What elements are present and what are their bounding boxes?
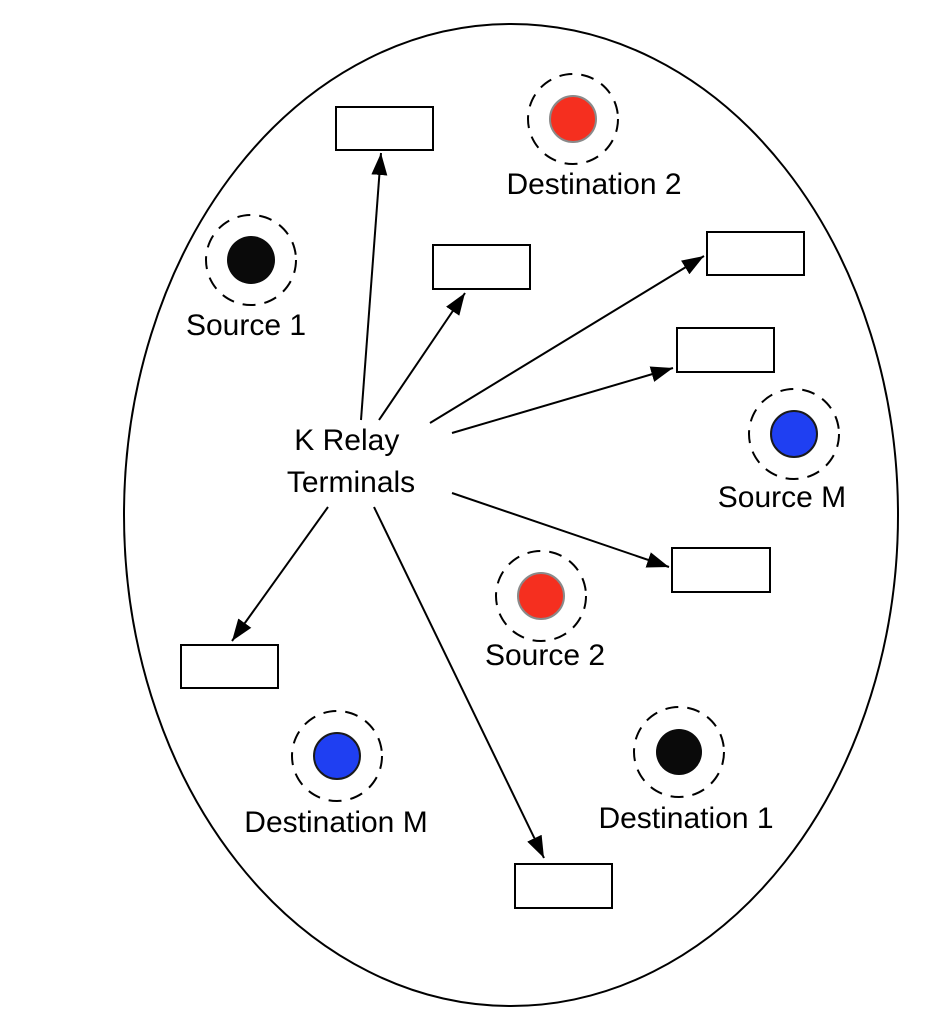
destination-2-dot — [549, 95, 597, 143]
relay-terminal-box — [335, 106, 434, 151]
source-m-label: Source M — [718, 481, 846, 514]
source-1-dot — [227, 236, 275, 284]
source-1-node: Source 1 — [186, 214, 306, 342]
destination-m-node: Destination M — [244, 710, 428, 839]
destination-1-node: Destination 1 — [598, 706, 774, 835]
relay-arrows — [231, 152, 705, 859]
relay-terminals-label-line2: Terminals — [287, 466, 415, 499]
network-boundary-ellipse — [123, 23, 899, 1007]
relay-arrow — [360, 152, 388, 421]
source-2-dot — [517, 572, 565, 620]
relay-arrow — [378, 292, 466, 421]
relay-arrow — [231, 506, 329, 642]
relay-terminal-box — [514, 863, 613, 909]
destination-m-range-ring — [291, 710, 383, 802]
relay-arrow — [451, 366, 674, 434]
relay-terminal-box — [671, 547, 771, 593]
source-m-dot — [770, 410, 818, 458]
relay-terminal-box — [432, 244, 531, 290]
destination-m-dot — [313, 732, 361, 780]
source-2-range-ring — [495, 550, 587, 642]
relay-terminal-box — [706, 231, 805, 276]
destination-2-label: Destination 2 — [506, 168, 681, 201]
relay-arrow — [451, 492, 670, 568]
relay-terminal-box — [676, 327, 775, 373]
relay-terminals-label: K Relay Terminals — [287, 424, 415, 499]
relay-terminals-label-line1: K Relay — [294, 424, 399, 457]
relay-terminals — [180, 106, 805, 909]
source-m-node: Source M — [718, 388, 846, 514]
relay-arrow — [373, 506, 545, 859]
relay-terminal-box — [180, 644, 279, 689]
source-1-label: Source 1 — [186, 309, 306, 342]
destination-m-label: Destination M — [244, 806, 427, 839]
source-2-label: Source 2 — [485, 639, 605, 672]
source-2-node: Source 2 — [485, 550, 605, 672]
destination-1-dot — [656, 729, 702, 775]
destination-1-label: Destination 1 — [598, 802, 773, 835]
destination-2-node: Destination 2 — [506, 73, 682, 201]
source-m-range-ring — [748, 388, 840, 480]
destination-2-range-ring — [527, 73, 619, 165]
source-1-range-ring — [205, 214, 297, 306]
relay-arrow — [429, 255, 705, 424]
destination-1-range-ring — [633, 706, 725, 798]
